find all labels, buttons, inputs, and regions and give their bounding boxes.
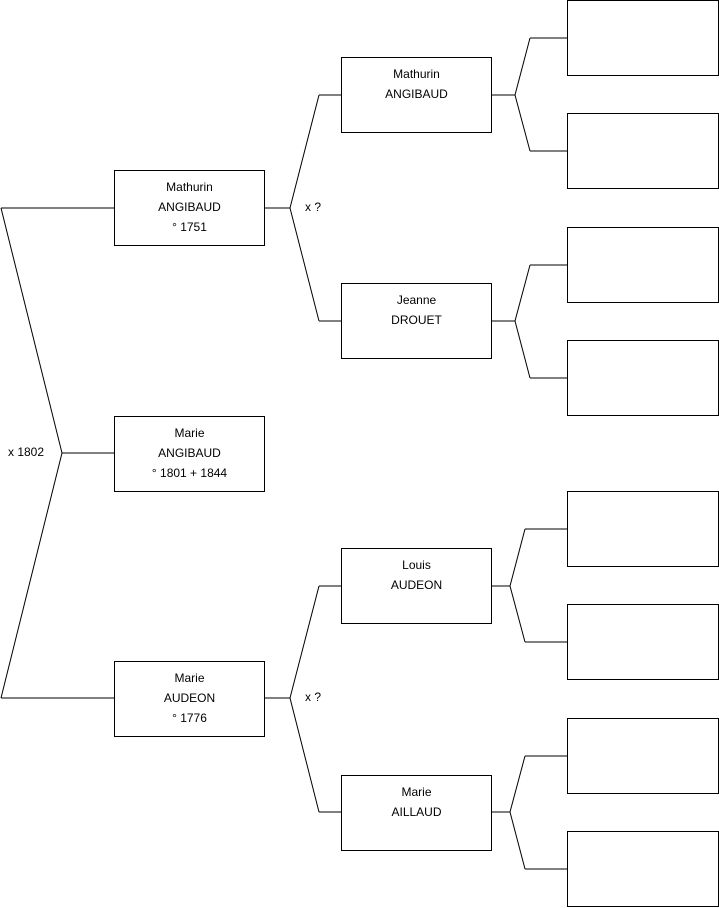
person-box-paternal-grandmother: Jeanne DROUET bbox=[341, 283, 492, 359]
person-first-name: Mathurin bbox=[393, 67, 440, 81]
person-box-great-grandparent-2 bbox=[567, 113, 719, 189]
person-box-center: Marie ANGIBAUD ° 1801 + 1844 bbox=[114, 416, 265, 492]
person-last-name: AUDEON bbox=[390, 578, 443, 592]
person-box-great-grandparent-8 bbox=[567, 831, 719, 907]
person-box-great-grandparent-5 bbox=[567, 491, 719, 567]
center-marriage-label: x 1802 bbox=[8, 445, 45, 459]
person-last-name: DROUET bbox=[391, 313, 442, 327]
person-first-name: Mathurin bbox=[166, 180, 213, 194]
person-first-name: Marie bbox=[174, 671, 205, 685]
person-box-father: Mathurin ANGIBAUD ° 1751 bbox=[114, 170, 265, 246]
person-first-name: Louis bbox=[402, 558, 431, 572]
father-parents-marriage-label: x ? bbox=[305, 200, 322, 214]
person-last-name: AILLAUD bbox=[391, 805, 442, 819]
person-last-name: ANGIBAUD bbox=[158, 200, 221, 214]
person-box-mother: Marie AUDEON ° 1776 bbox=[114, 661, 265, 737]
person-dates: ° 1801 + 1844 bbox=[151, 466, 228, 480]
person-box-maternal-grandfather: Louis AUDEON bbox=[341, 548, 492, 624]
person-box-paternal-grandfather: Mathurin ANGIBAUD bbox=[341, 57, 492, 133]
person-last-name: AUDEON bbox=[163, 691, 216, 705]
mother-parents-marriage-label: x ? bbox=[305, 690, 322, 704]
person-last-name: ANGIBAUD bbox=[385, 87, 448, 101]
person-first-name: Marie bbox=[174, 426, 205, 440]
person-first-name: Marie bbox=[401, 785, 432, 799]
person-dates: ° 1776 bbox=[172, 711, 207, 725]
person-box-great-grandparent-4 bbox=[567, 340, 719, 416]
person-box-maternal-grandmother: Marie AILLAUD bbox=[341, 775, 492, 851]
person-last-name: ANGIBAUD bbox=[158, 446, 221, 460]
person-box-great-grandparent-7 bbox=[567, 718, 719, 794]
person-box-great-grandparent-6 bbox=[567, 604, 719, 680]
person-dates: ° 1751 bbox=[172, 220, 207, 234]
person-first-name: Jeanne bbox=[396, 293, 437, 307]
person-box-great-grandparent-1 bbox=[567, 0, 719, 76]
person-box-great-grandparent-3 bbox=[567, 227, 719, 303]
